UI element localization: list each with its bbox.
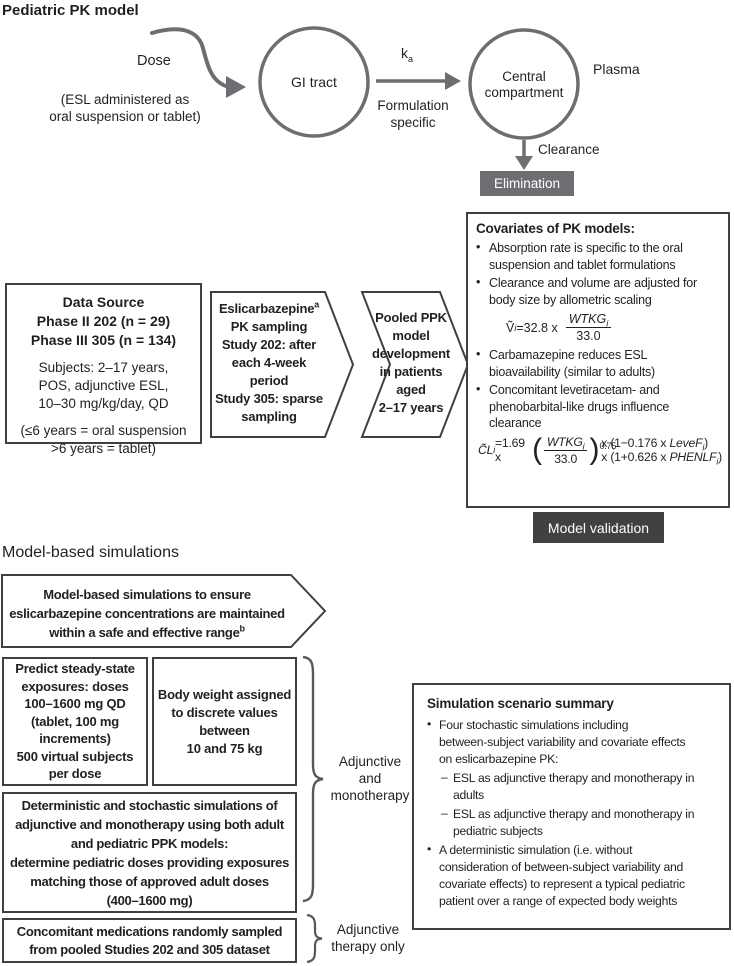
clearance-arrow: [515, 140, 533, 170]
dose-label: Dose: [137, 53, 171, 69]
gi-tract-label: GI tract: [291, 74, 337, 90]
ka-label: ka: [401, 45, 414, 64]
simulation-summary-box: Simulation scenario summary • Four stoch…: [412, 683, 731, 930]
model-validation-box: Model validation: [533, 512, 664, 543]
ka-arrow: [376, 72, 461, 90]
formulation-specific-note: Formulation specific: [377, 98, 449, 130]
clearance-label: Clearance: [538, 142, 600, 157]
covariates-bullet-4: • Concomitant levetiracetam- and phenoba…: [476, 382, 670, 430]
central-compartment-label: Central compartment: [484, 69, 564, 100]
brace-label-adjunctive-monotherapy: Adjunctive and monotherapy: [330, 754, 410, 803]
covariates-title: Covariates of PK models:: [476, 221, 635, 236]
summary-bullet-2: • A deterministic simulation (i.e. witho…: [427, 842, 685, 908]
brace-label-adjunctive-only: Adjunctive therapy only: [331, 922, 405, 954]
body-weight-box: Body weight assigned to discrete values …: [152, 657, 297, 786]
elimination-box: Elimination: [480, 171, 574, 196]
covariates-box: Covariates of PK models: • Absorption ra…: [466, 212, 730, 508]
covariates-bullet-2: • Clearance and volume are adjusted for …: [476, 275, 698, 307]
data-source-subjects: Subjects: 2–17 years, POS, adjunctive ES…: [38, 360, 169, 411]
data-source-box: Data Source Phase II 202 (n = 29) Phase …: [5, 283, 202, 456]
sampling-chevron-text: Eslicarbazepinea PK sampling Study 202: …: [215, 299, 323, 424]
section-title-simulations: Model-based simulations: [2, 544, 179, 561]
summary-sub-bullet-1: – ESL as adjunctive therapy and monother…: [441, 770, 695, 802]
simulation-chevron-text: Model-based simulations to ensure eslica…: [9, 587, 285, 640]
brace-adjunctive-only: [306, 913, 323, 964]
dose-note: (ESL administered as oral suspension or …: [49, 92, 201, 124]
page-title: Pediatric PK model: [2, 2, 139, 19]
pooled-chevron-text: Pooled PPK model development in patients…: [372, 310, 450, 415]
predict-exposures-box: Predict steady-state exposures: doses 10…: [2, 657, 148, 786]
covariates-bullet-1: • Absorption rate is specific to the ora…: [476, 240, 683, 272]
summary-bullet-1: • Four stochastic simulations including …: [427, 717, 686, 766]
brace-adjunctive-monotherapy: [302, 655, 324, 903]
simulation-summary-title: Simulation scenario summary: [427, 696, 614, 711]
covariates-bullet-3: • Carbamazepine reduces ESL bioavailabil…: [476, 347, 655, 379]
deterministic-simulations-box: Deterministic and stochastic simulations…: [2, 792, 297, 913]
concomitant-medications-box: Concomitant medications randomly sampled…: [2, 918, 297, 963]
data-source-formulation-note: (≤6 years = oral suspension >6 years = t…: [20, 423, 187, 456]
summary-sub-bullet-2: – ESL as adjunctive therapy and monother…: [441, 806, 695, 838]
data-source-headline: Data Source Phase II 202 (n = 29) Phase …: [30, 294, 177, 348]
plasma-label: Plasma: [593, 61, 640, 77]
